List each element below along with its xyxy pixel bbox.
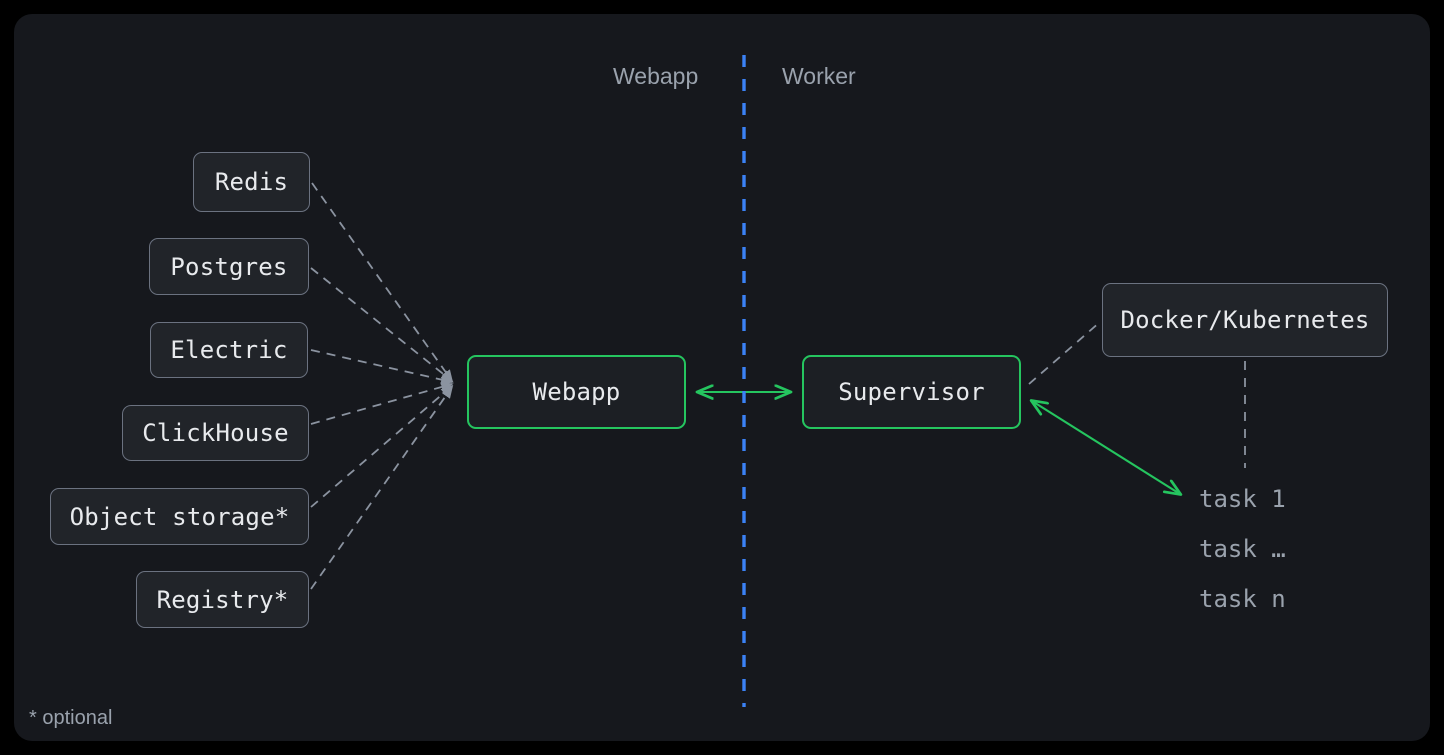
- task-label-1: task 1: [1199, 485, 1286, 513]
- node-postgres[interactable]: Postgres: [149, 238, 309, 295]
- lane-label-worker: Worker: [782, 63, 856, 89]
- node-docker-kubernetes[interactable]: Docker/Kubernetes: [1102, 283, 1388, 357]
- node-webapp[interactable]: Webapp: [467, 355, 686, 429]
- footnote-optional: * optional: [29, 707, 113, 729]
- node-registry[interactable]: Registry*: [136, 571, 309, 628]
- task-label-ellipsis: task …: [1199, 535, 1286, 563]
- lane-label-webapp: Webapp: [613, 63, 699, 89]
- node-clickhouse[interactable]: ClickHouse: [122, 405, 309, 461]
- node-electric[interactable]: Electric: [150, 322, 308, 378]
- node-supervisor[interactable]: Supervisor: [802, 355, 1021, 429]
- task-label-n: task n: [1199, 585, 1286, 613]
- node-object-storage[interactable]: Object storage*: [50, 488, 309, 545]
- node-redis[interactable]: Redis: [193, 152, 310, 212]
